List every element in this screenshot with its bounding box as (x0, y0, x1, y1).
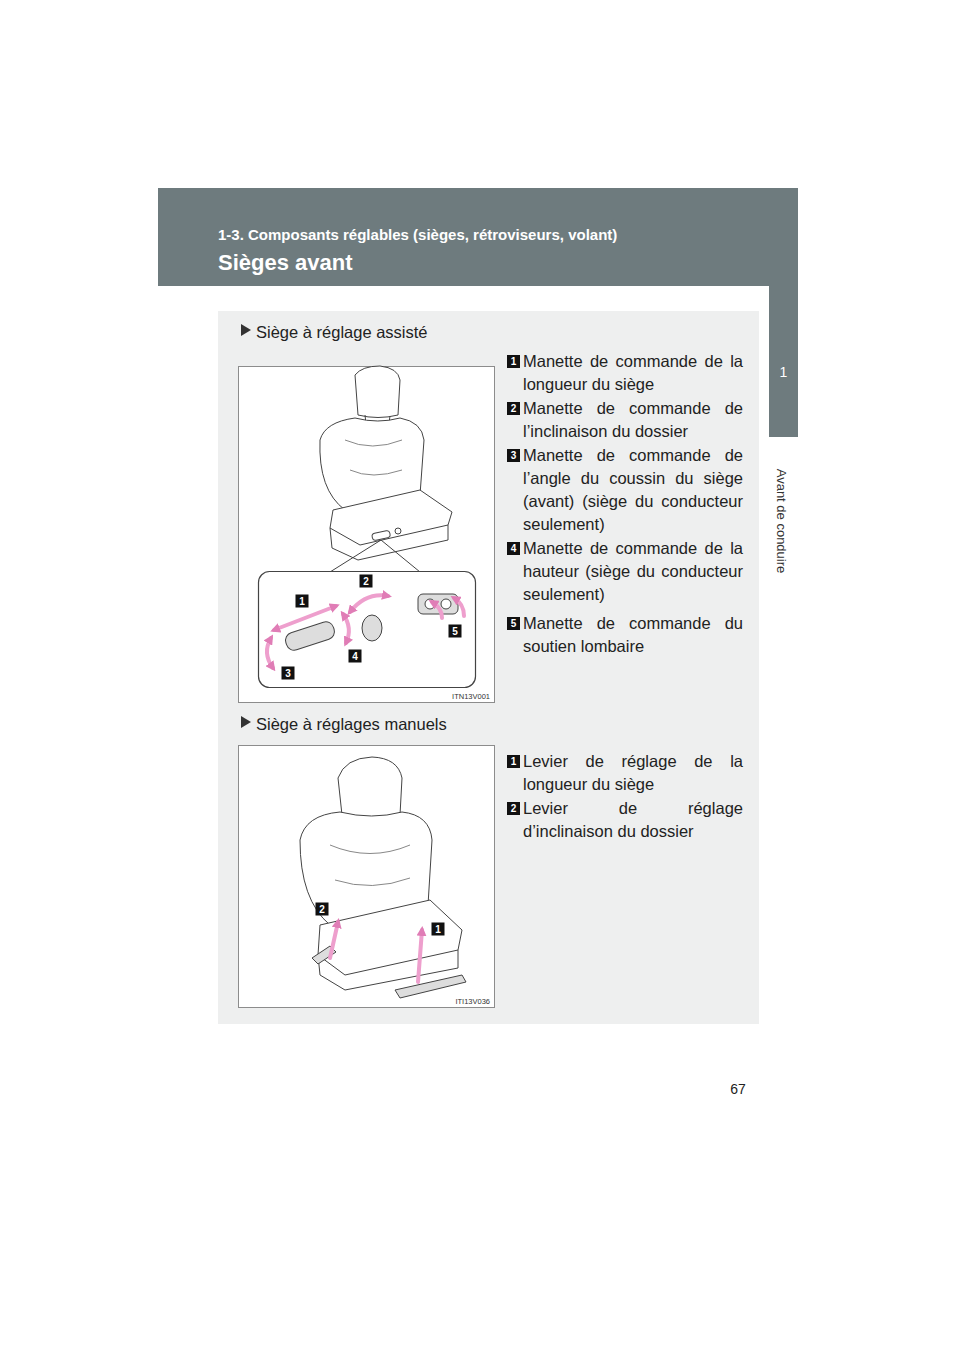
bullet-triangle (241, 324, 251, 336)
illustration-part (318, 950, 458, 990)
illustration-part (432, 602, 442, 618)
item-marker: 4 (507, 542, 520, 555)
item-description: Levier de réglage de la longueur du sièg… (523, 750, 743, 796)
illustration-part (330, 540, 420, 572)
illustration-part (441, 599, 451, 609)
section-heading: 1-3. Composants réglables (sièges, rétro… (218, 224, 617, 245)
illustration-part (395, 528, 401, 534)
illustration-part (418, 594, 458, 614)
illustration-part (283, 620, 336, 653)
illustration-part (355, 366, 400, 418)
illustration-part (330, 845, 410, 886)
item-marker: 2 (507, 802, 520, 815)
seat-type-heading: Siège à réglages manuels (256, 713, 447, 736)
illustration-part (274, 606, 336, 630)
item-marker: 5 (507, 617, 520, 630)
illustration-part (365, 415, 390, 424)
illustration-part (330, 490, 452, 545)
item-description: Manette de commande de l’inclinaison du … (523, 397, 743, 443)
item-marker: 1 (507, 355, 520, 368)
callout-number: 1 (296, 595, 309, 608)
movement-arrows (330, 922, 422, 982)
figure-frame (239, 367, 495, 703)
item-marker: 1 (507, 755, 520, 768)
illustration-part (350, 595, 388, 612)
illustration-part (395, 975, 466, 998)
chapter-side-label: Avant de conduire (774, 469, 789, 574)
page-number: 67 (730, 1081, 746, 1097)
callout-number: 3 (282, 667, 295, 680)
illustration-part (418, 930, 422, 982)
controls-inset (259, 572, 476, 688)
callout-leader (330, 540, 420, 572)
figure-code: ITI13V036 (455, 998, 490, 1006)
item-description: Levier de réglage d’inclinaison du dossi… (523, 797, 743, 843)
illustration-part (343, 614, 349, 643)
illustration-part (362, 615, 382, 641)
item-description: Manette de commande de l’angle du coussi… (523, 444, 743, 536)
illustration-part (454, 598, 464, 616)
illustration-part (312, 946, 336, 964)
figure-code: ITN13V001 (452, 693, 490, 701)
seat-controls (283, 594, 458, 652)
content-panel: Siège à réglage assistéManette de comman… (218, 311, 759, 1024)
illustration-part (425, 599, 435, 609)
illustration-part (318, 900, 462, 975)
item-marker: 3 (507, 449, 520, 462)
illustration-part (345, 440, 402, 475)
movement-arrows (267, 595, 464, 668)
power-seat (320, 366, 452, 560)
header-band: 1-3. Composants réglables (sièges, rétro… (158, 188, 798, 286)
manual-seat (300, 757, 466, 998)
callout-number: 5 (449, 625, 462, 638)
chapter-tab: 1 (769, 281, 798, 437)
item-description: Manette de commande du soutien lombaire (523, 612, 743, 658)
chapter-number: 1 (769, 362, 798, 382)
seat-type-heading: Siège à réglage assisté (256, 321, 428, 344)
callout-number: 1 (432, 923, 445, 936)
illustration-part (330, 525, 448, 560)
bullet-triangle (241, 716, 251, 728)
item-description: Manette de commande de la longueur du si… (523, 350, 743, 396)
item-marker: 2 (507, 402, 520, 415)
illustration-part (300, 812, 432, 925)
illustration-part (267, 638, 273, 668)
figure-frame (239, 746, 495, 1008)
illustration-part (372, 530, 391, 541)
illustration-part (338, 757, 402, 819)
callout-number: 2 (360, 575, 373, 588)
illustration-part (320, 418, 424, 510)
callout-number: 4 (349, 650, 362, 663)
page-title: Sièges avant (218, 247, 353, 278)
illustration-part (330, 922, 338, 958)
item-description: Manette de commande de la hauteur (siège… (523, 537, 743, 606)
callout-number: 2 (316, 903, 329, 916)
